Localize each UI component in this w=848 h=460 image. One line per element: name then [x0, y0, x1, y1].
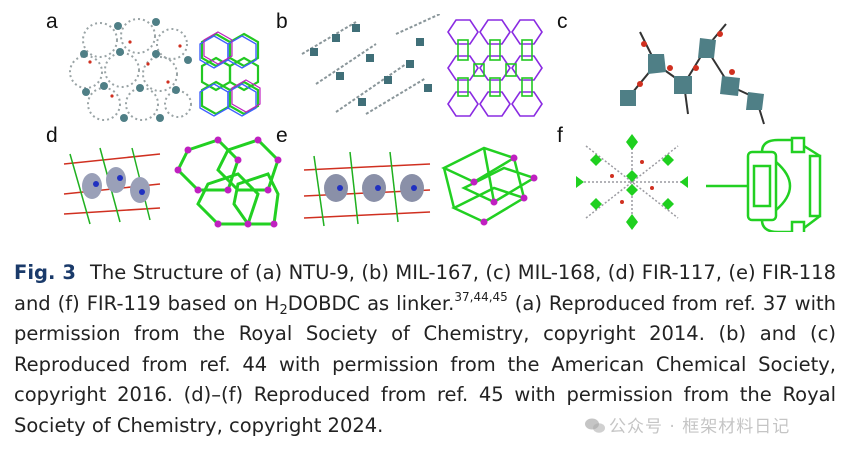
caption-citation-superscript: 37,44,45: [454, 289, 508, 304]
panel-f-structure-image: [576, 134, 822, 232]
caption-text-2: DOBDC as linker.: [287, 291, 455, 315]
panel-c-structure-image: [620, 23, 765, 125]
watermark: 公众号 · 框架材料日记: [585, 412, 790, 437]
panel-label-d: d: [46, 124, 58, 147]
figure-number: Fig. 3: [14, 261, 76, 284]
caption-text-3: (a) Reproduced from ref. 37 with permiss…: [14, 291, 837, 437]
wechat-icon: [585, 418, 605, 433]
panel-d-structure-image: [63, 136, 282, 228]
panel-e-structure-image: [303, 146, 538, 227]
panel-label-e: e: [276, 124, 288, 147]
panel-label-b: b: [276, 10, 288, 33]
watermark-text: 公众号 · 框架材料日记: [609, 417, 791, 437]
caption-subscript: 2: [279, 302, 288, 318]
panel-label-c: c: [557, 10, 568, 33]
panel-b-structure-image: [301, 14, 543, 117]
panel-a-structure-image: [69, 18, 261, 122]
panel-label-a: a: [46, 10, 58, 33]
caption-text-1: The Structure of (a) NTU-9, (b) MIL-167,…: [14, 261, 836, 315]
panel-label-f: f: [557, 124, 563, 147]
